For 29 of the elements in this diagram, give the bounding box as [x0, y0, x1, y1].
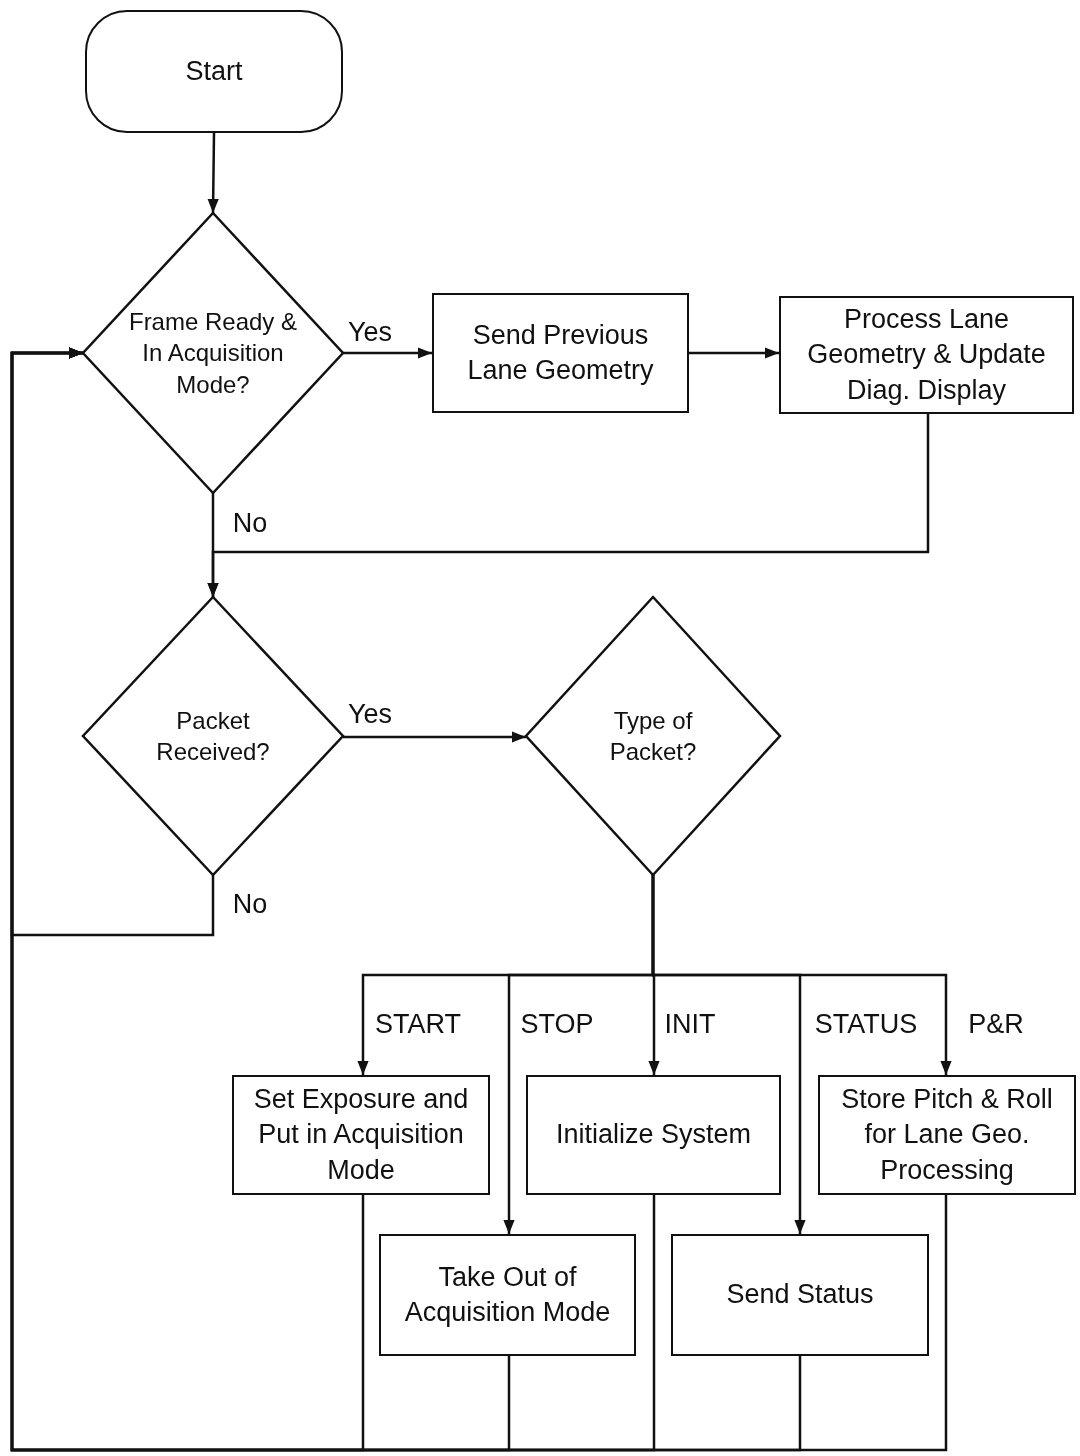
- node-label: Packet Received?: [155, 705, 271, 767]
- node-label: Set Exposure and Put in Acquisition Mode: [252, 1083, 470, 1187]
- decision-diamond: [526, 597, 780, 875]
- node-label: Process Lane Geometry & Update Diag. Display: [806, 303, 1047, 407]
- node-label: Take Out of Acquisition Mode: [403, 1260, 612, 1329]
- node-label: Start: [184, 54, 244, 88]
- start-terminal: [85, 10, 343, 133]
- node-label: Initialize System: [554, 1118, 753, 1152]
- arrow: [10, 347, 948, 1452]
- arrow: [651, 875, 952, 1075]
- process-box: [232, 1075, 490, 1195]
- decision-diamond: [83, 213, 343, 493]
- process-box: [671, 1234, 929, 1356]
- arrow: [343, 347, 432, 359]
- process-box: [432, 293, 689, 413]
- node-label: Type of Packet?: [608, 705, 698, 767]
- process-box: [779, 296, 1074, 414]
- node-label: Send Previous Lane Geometry: [466, 318, 655, 387]
- node-label: Frame Ready & In Acquisition Mode?: [127, 307, 299, 400]
- process-box: [526, 1075, 781, 1195]
- node-label: Store Pitch & Roll for Lane Geo. Processing: [840, 1083, 1054, 1187]
- node-label: Send Status: [725, 1278, 875, 1312]
- decision-diamond: [83, 597, 343, 875]
- arrow: [207, 133, 219, 213]
- arrow: [689, 347, 779, 359]
- arrow: [207, 414, 930, 597]
- arrow: [343, 731, 526, 743]
- process-box: [818, 1075, 1076, 1195]
- process-box: [379, 1234, 636, 1356]
